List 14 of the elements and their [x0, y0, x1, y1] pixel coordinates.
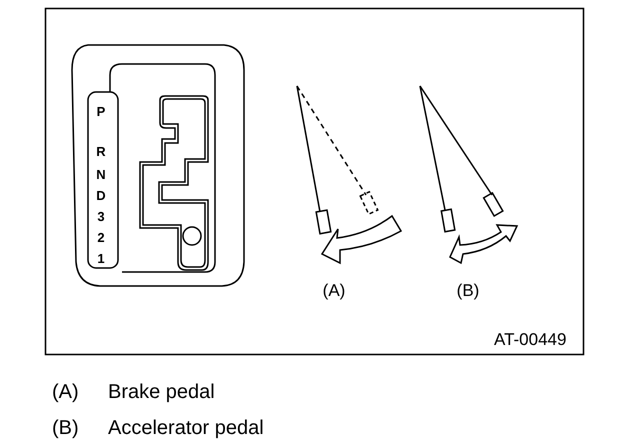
legend-text: Brake pedal	[108, 382, 215, 402]
gear-position-label: N	[96, 168, 106, 181]
legend-key: (B)	[52, 418, 79, 438]
figure-code: AT-00449	[494, 331, 566, 348]
legend-text: Accelerator pedal	[108, 418, 264, 438]
gear-position-label: 2	[97, 231, 105, 244]
gear-position-label: R	[96, 145, 106, 158]
gear-position-label: 1	[97, 252, 105, 265]
view-label: (A)	[322, 282, 346, 299]
legend-key: (A)	[52, 382, 79, 402]
gear-position-label: P	[96, 105, 106, 118]
gear-position-label: 3	[97, 210, 105, 223]
view-label: (B)	[456, 282, 480, 299]
gear-position-label: D	[96, 189, 106, 202]
